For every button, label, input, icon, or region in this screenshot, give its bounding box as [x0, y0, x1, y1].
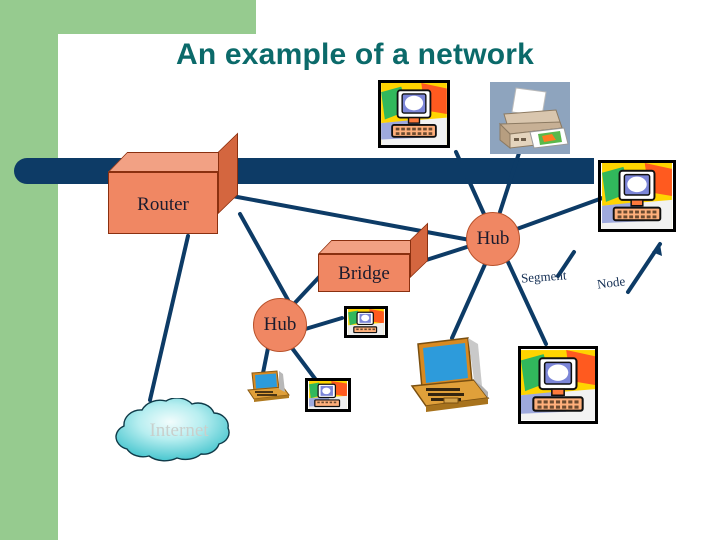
internet-label: Internet [149, 420, 209, 441]
node-label: Node [596, 273, 626, 292]
bridge-node[interactable]: Bridge [318, 222, 428, 292]
left-accent-panel [0, 0, 58, 540]
router-node[interactable]: Router [108, 132, 238, 234]
laptop-small [243, 370, 291, 402]
small-computer-lower [305, 378, 351, 412]
laptop-large [404, 336, 492, 412]
page-title: An example of a network [175, 38, 535, 71]
desktop-computer-top [378, 80, 450, 148]
internet-cloud-node[interactable]: Internet [90, 397, 268, 470]
bridge-box-top [318, 240, 424, 254]
printer-top [490, 82, 570, 154]
segment-label: Segment [520, 267, 567, 286]
small-computer-center [344, 306, 388, 338]
bridge-box-front [318, 254, 410, 292]
desktop-computer-bottom [518, 346, 598, 424]
hub-node-left[interactable]: Hub [253, 298, 307, 352]
desktop-computer-right [598, 160, 676, 232]
bridge-label: Bridge [338, 263, 390, 284]
router-box-front [108, 172, 218, 234]
router-label: Router [137, 194, 189, 215]
hub-node-top[interactable]: Hub [466, 212, 520, 266]
top-accent-block [58, 0, 256, 34]
